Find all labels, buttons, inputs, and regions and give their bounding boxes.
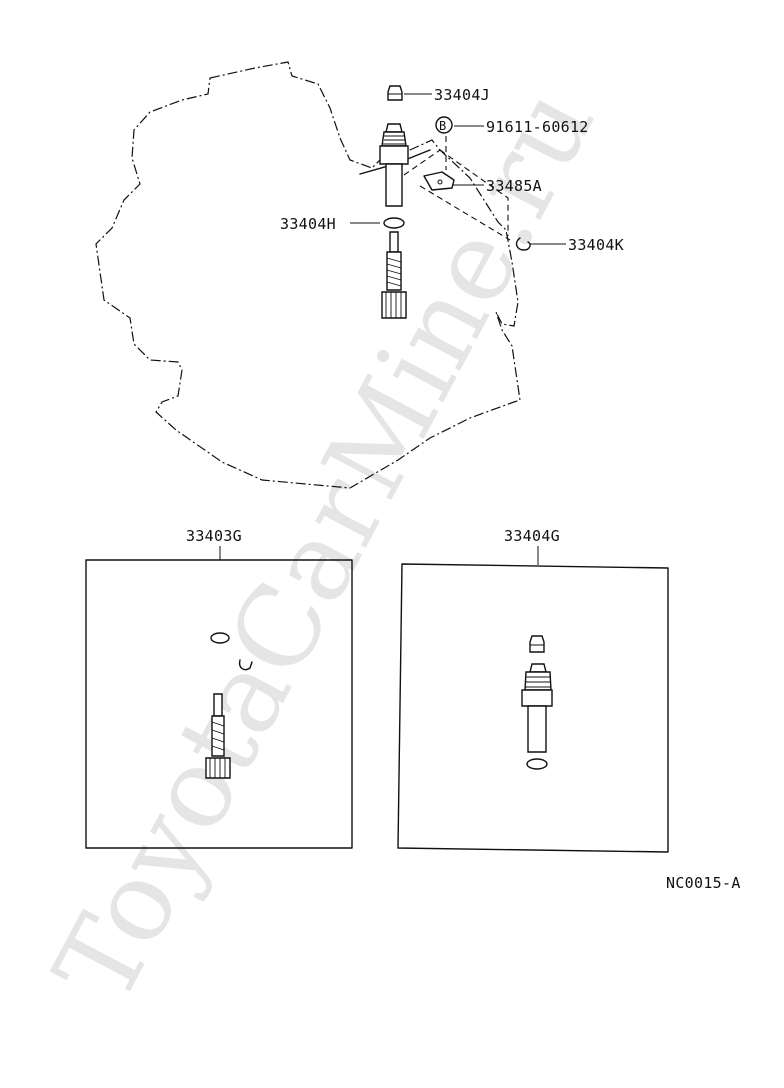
figure-code: NC0015-A [666,874,741,892]
label-33485A: 33485A [486,177,542,195]
kit-right-cap-nut [529,635,545,653]
kit-box-right: 33404G [397,527,669,853]
o-ring [383,217,405,229]
driven-gear-shaft [381,231,407,319]
transmission-housing [95,61,521,489]
label-91611-60612: 91611-60612 [486,118,589,136]
lock-clip [515,237,531,251]
speedometer-sleeve [379,123,409,207]
leader-lines [350,93,566,245]
label-33403G: 33403G [186,527,242,545]
kit-box-left: 33403G [85,527,353,849]
kit-left-shaft [205,693,231,779]
bolt-symbol: B [435,116,453,134]
kit-right-sleeve [521,663,553,753]
callouts-top: 33404J 91611-60612 33485A 33404H 33404K [280,86,624,254]
kit-right-o-ring [526,758,548,770]
label-33404K: 33404K [568,236,624,254]
housing-outline [95,61,521,489]
label-33404J: 33404J [434,86,490,104]
cap-nut [387,85,403,101]
bolt-code-label: B [439,119,447,133]
label-33404H: 33404H [280,215,336,233]
label-33404G: 33404G [504,527,560,545]
